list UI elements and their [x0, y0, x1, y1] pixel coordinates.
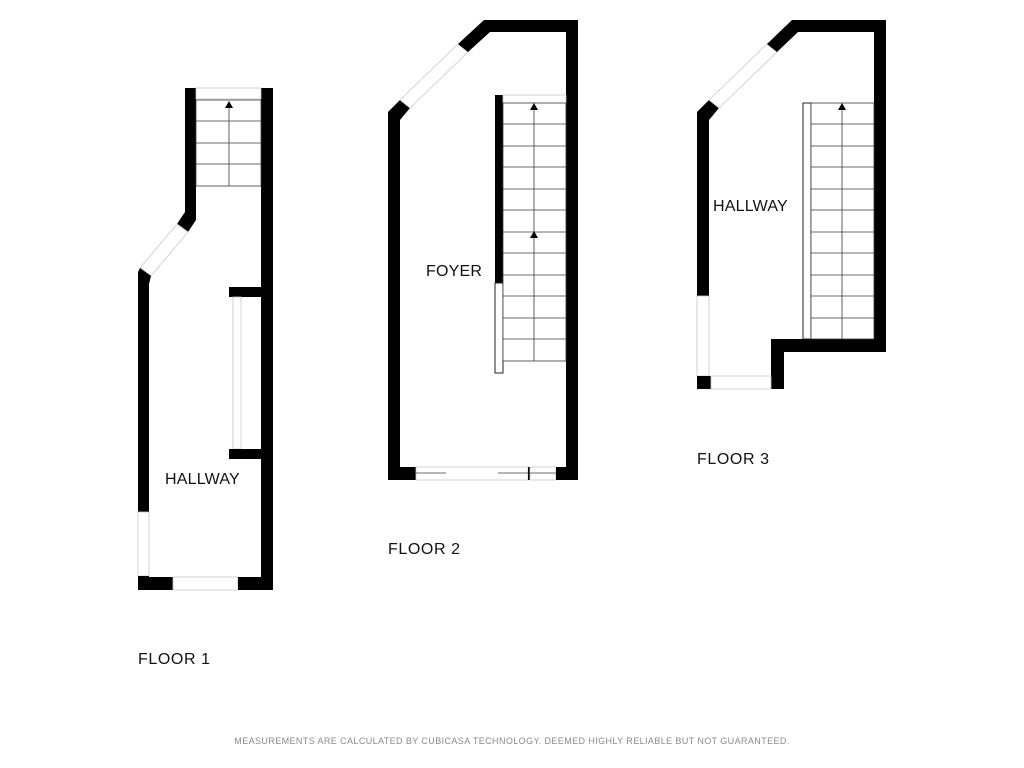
- floor-3-title: FLOOR 3: [697, 451, 770, 468]
- floor-2-bottom-wall-right: [556, 467, 578, 480]
- floor-3-right-wall: [874, 20, 886, 352]
- floor-3-left-wall: [697, 112, 709, 296]
- measurement-disclaimer: MEASUREMENTS ARE CALCULATED BY CUBICASA …: [234, 736, 790, 746]
- floor-3-staircase: [810, 102, 875, 340]
- floor-2-right-wall: [566, 20, 578, 480]
- floor-3-bottom-wall-left: [697, 376, 711, 389]
- floor-3-stair-railing: [802, 102, 812, 340]
- floor-1-closet-opening: [232, 296, 242, 450]
- floor-3-notch-wall: [771, 339, 784, 389]
- floor-2-bottom-window: [415, 466, 529, 481]
- floor-1-entry-door: [172, 576, 239, 591]
- floor-2-top-wall: [484, 20, 578, 32]
- floor-3-angled-window: [708, 43, 778, 109]
- floor-3-bottom-opening: [710, 375, 772, 390]
- floor-3-plan: [696, 20, 886, 390]
- floor-1-bottom-wall-left: [138, 577, 173, 590]
- floor-2-left-wall: [388, 112, 400, 480]
- floor-2-angled-window: [399, 43, 469, 109]
- floor-3-top-wall: [792, 20, 886, 32]
- floor-1-stair-arrow-icon: [225, 101, 233, 108]
- floor-2-stair-railing: [494, 282, 504, 374]
- floor-1-title: FLOOR 1: [138, 651, 211, 668]
- floor-1-room-label-hallway: HALLWAY: [165, 471, 240, 488]
- floor-1-closet-wall-top: [229, 287, 261, 297]
- floor-3-left-window: [696, 295, 710, 377]
- floor-2-stair-arrow-icon-upper: [530, 103, 538, 110]
- floor-1-angled-window: [139, 223, 189, 277]
- floor-1-closet-wall-bottom: [229, 449, 261, 459]
- floor-2-room-label-foyer: FOYER: [426, 263, 483, 280]
- floor-2-angled-wall-upper: [458, 20, 490, 52]
- floor-1-right-wall: [261, 88, 273, 590]
- floor-3-room-label-hallway: HALLWAY: [713, 198, 788, 215]
- floor-3-lower-wall: [771, 339, 886, 352]
- floor-1-upper-left-wall: [185, 88, 196, 220]
- floor-1-left-wall: [138, 272, 149, 512]
- floor-1-angled-wall-bottom: [138, 268, 151, 284]
- floor-1-plan: [137, 87, 273, 591]
- floor-1-stair-opening: [195, 87, 262, 100]
- floor-1-left-window: [137, 511, 150, 577]
- floor-3-stair-arrow-icon: [838, 103, 846, 110]
- floor-2-title: FLOOR 2: [388, 541, 461, 558]
- floor-2-plan: [388, 20, 578, 481]
- floor-1-staircase: [195, 99, 262, 187]
- floor-3-angled-wall-upper: [767, 20, 798, 52]
- floor-2-stair-wall: [495, 95, 503, 283]
- floor-2-bottom-wall-left: [388, 467, 416, 480]
- floor-2-staircase: [502, 102, 567, 362]
- floor-2-angled-wall-lower: [388, 100, 410, 120]
- floor-3-angled-wall-lower: [697, 100, 719, 120]
- floor-2-stair-opening: [502, 94, 567, 104]
- floor-2-stair-arrow-icon-lower: [530, 231, 538, 238]
